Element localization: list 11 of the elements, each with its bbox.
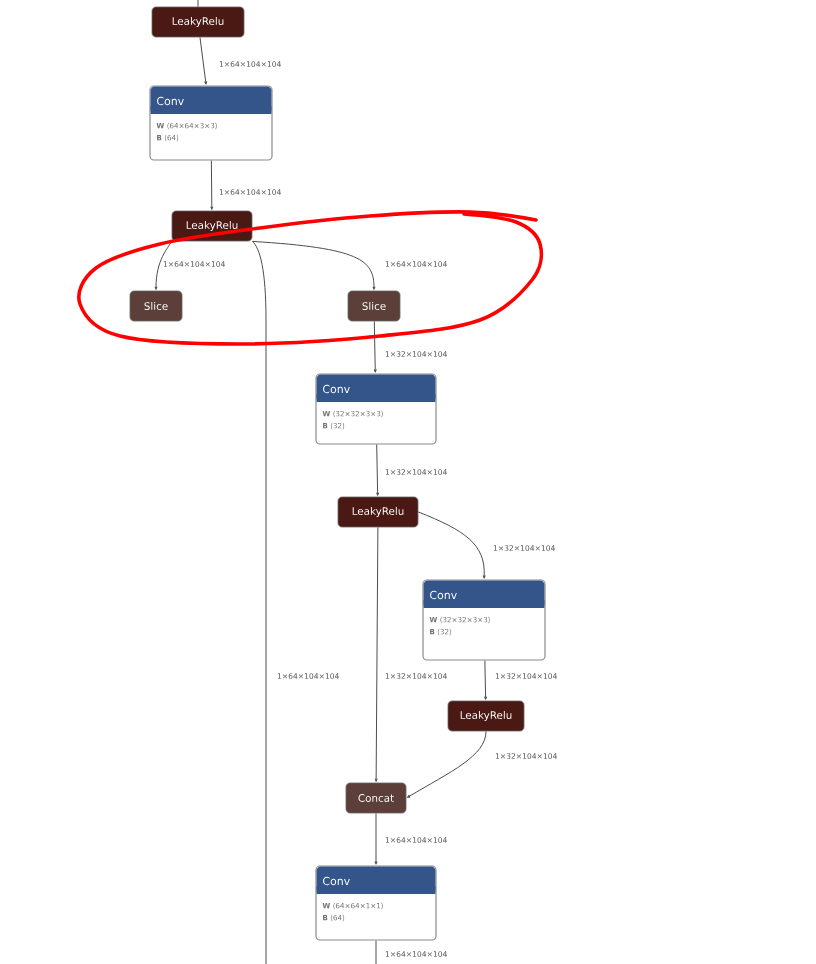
arrow bbox=[154, 240, 173, 290]
arrow bbox=[417, 511, 486, 579]
arrow bbox=[374, 526, 379, 782]
arrow bbox=[199, 36, 208, 85]
arrow bbox=[376, 444, 380, 496]
arrow bbox=[210, 160, 214, 210]
arrow bbox=[484, 660, 488, 700]
arrow bbox=[373, 320, 377, 373]
arrow bbox=[406, 730, 487, 798]
arrow bbox=[251, 240, 376, 290]
arrow bbox=[374, 812, 378, 865]
